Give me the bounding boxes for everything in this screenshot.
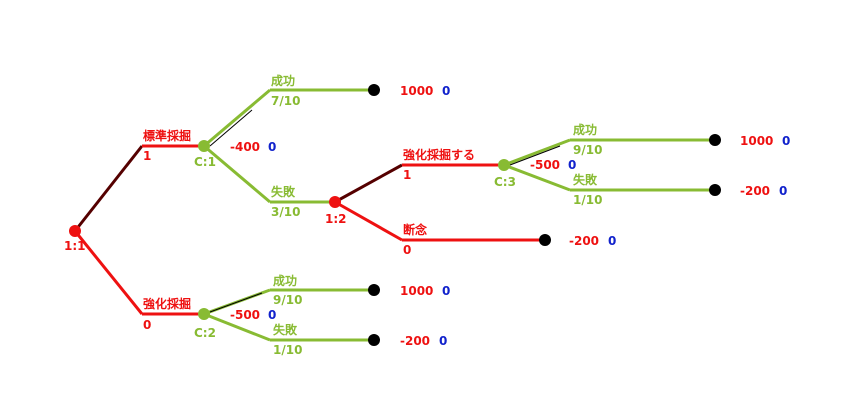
c3-node-cost: -500 [530, 158, 560, 172]
root-decision-node-label: 1:1 [64, 239, 86, 253]
c2-node-value: 0 [268, 308, 276, 322]
terminal-node-5[interactable] [368, 284, 380, 296]
c2-success-branch-name: 成功 [273, 273, 297, 288]
c2-success-branch-shadow [209, 292, 263, 313]
d2-abandon-branch-diagonal [334, 200, 403, 242]
terminal-2-value: 0 [782, 134, 790, 148]
c3-success-branch-shadow [509, 145, 561, 166]
root-standard-branch-value: 1 [143, 149, 151, 163]
c3-success-branch-name: 成功 [573, 122, 597, 137]
c3-failure-branch-diagonal [503, 163, 571, 192]
c2-chance-node[interactable] [198, 308, 210, 320]
root-decision-node[interactable] [69, 225, 81, 237]
c1-failure-branch-diagonal [203, 144, 271, 204]
terminal-node-4[interactable] [539, 234, 551, 246]
c1-node-value: 0 [268, 140, 276, 154]
d2-abandon-branch-name: 断念 [403, 222, 427, 237]
c3-success-branch-diagonal [503, 138, 571, 167]
d2-enhance-branch-diagonal [334, 163, 403, 204]
c1-chance-node-label: C:1 [194, 155, 216, 169]
d2-abandon-branch-value: 0 [403, 243, 411, 257]
terminal-node-2[interactable] [709, 134, 721, 146]
d2-enhance-branch-name: 強化採掘する [403, 147, 475, 162]
terminal-3-value: 0 [779, 184, 787, 198]
c2-node-cost: -500 [230, 308, 260, 322]
terminal-2-payoff: 1000 [740, 134, 773, 148]
d2-decision-node[interactable] [329, 196, 341, 208]
terminal-5-value: 0 [442, 284, 450, 298]
c2-failure-branch-prob: 1/10 [273, 343, 302, 357]
c1-success-branch-name: 成功 [271, 73, 295, 88]
terminal-3-payoff: -200 [740, 184, 770, 198]
terminal-1-value: 0 [442, 84, 450, 98]
c2-success-branch-prob: 9/10 [273, 293, 302, 307]
d2-enhance-branch-value: 1 [403, 168, 411, 182]
c3-failure-branch-prob: 1/10 [573, 193, 602, 207]
terminal-node-3[interactable] [709, 184, 721, 196]
terminal-6-payoff: -200 [400, 334, 430, 348]
c2-chance-node-label: C:2 [194, 326, 216, 340]
c3-node-value: 0 [568, 158, 576, 172]
terminal-1-payoff: 1000 [400, 84, 433, 98]
c1-chance-node[interactable] [198, 140, 210, 152]
terminal-5-payoff: 1000 [400, 284, 433, 298]
c3-chance-node[interactable] [498, 159, 510, 171]
terminal-6-value: 0 [439, 334, 447, 348]
c2-failure-branch-diagonal [203, 312, 271, 342]
root-enhanced-branch-value: 0 [143, 318, 151, 332]
c1-node-cost: -400 [230, 140, 260, 154]
c3-failure-branch-name: 失敗 [573, 172, 598, 187]
terminal-node-6[interactable] [368, 334, 380, 346]
c3-success-branch-prob: 9/10 [573, 143, 602, 157]
root-enhanced-branch-name: 強化採掘 [143, 296, 191, 311]
c1-success-branch-shadow [209, 109, 253, 147]
root-enhanced-branch-diagonal [73, 230, 144, 315]
c2-failure-branch-name: 失敗 [273, 322, 298, 337]
c1-failure-branch-name: 失敗 [271, 184, 296, 199]
terminal-node-1[interactable] [368, 84, 380, 96]
terminal-4-value: 0 [608, 234, 616, 248]
c1-success-branch-prob: 7/10 [271, 94, 300, 108]
c3-chance-node-label: C:3 [494, 175, 516, 189]
c1-success-branch-diagonal [203, 88, 271, 148]
root-standard-branch-diagonal [73, 145, 144, 232]
root-standard-branch-name: 標準採掘 [143, 128, 191, 143]
d2-decision-node-label: 1:2 [325, 212, 347, 226]
c1-failure-branch-prob: 3/10 [271, 205, 300, 219]
terminal-4-payoff: -200 [569, 234, 599, 248]
